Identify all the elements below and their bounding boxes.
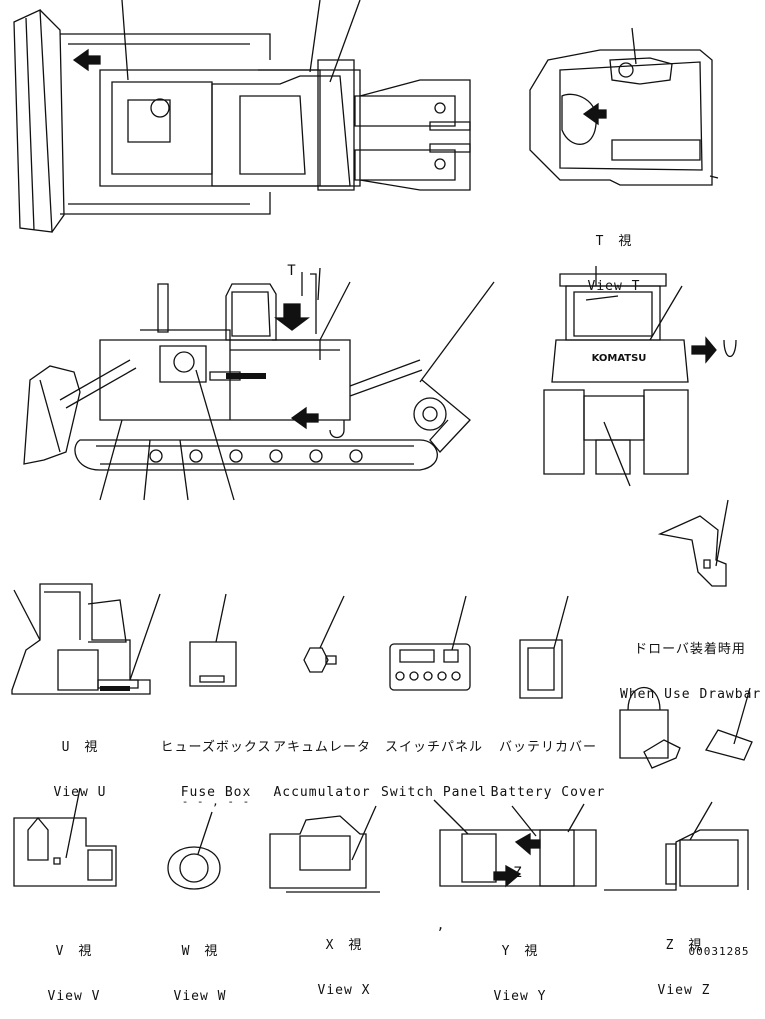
drawbar-label: ドローバ装着時用 When Use Drawbar [620,612,760,717]
view-x-jp: X 視 [325,938,363,953]
drawbar-jp: ドローバ装着時用 [634,642,746,657]
padlock-and-tag-drawing [620,688,752,769]
view-z-label: Z 視 View Z [644,908,724,1013]
accumulator-drawing [304,596,344,672]
view-x-en: View X [317,983,371,998]
battery-cover-jp: バッテリカバー [498,740,597,755]
view-y-drawing [434,800,596,886]
view-v-jp: V 視 [55,944,93,959]
drawing-number: 00031285 [688,945,750,958]
accumulator-label: アキュムレータ Accumulator [270,710,374,815]
view-t-jp: T 視 [595,234,633,249]
view-x-label: X 視 View X [304,908,384,1013]
switch-panel-en: Switch Panel [381,785,487,800]
fuse-box-en: Fuse Box [180,785,252,800]
view-v-label: V 視 View V [34,914,114,1019]
battery-cover-label: バッテリカバー Battery Cover [490,710,606,815]
drawbar-drawing [660,500,728,586]
switch-panel-drawing [390,596,470,690]
view-u-label: U 視 View U [40,710,120,815]
callout-t: T [287,263,297,279]
view-t-label: T 視 View T [574,204,654,309]
top-view-drawing [14,0,470,232]
view-w-en: View W [173,989,227,1004]
fuse-box-jp: ヒューズボックス [160,740,272,755]
view-z-en: View Z [657,983,711,998]
callout-comma: , [436,918,446,933]
fuse-box-label: ヒューズボックス Fuse Box [156,710,276,815]
view-u-en: View U [53,785,107,800]
fuse-box-drawing [190,594,236,686]
view-y-en: View Y [493,989,547,1004]
view-w-drawing [168,812,220,889]
view-v-en: View V [47,989,101,1004]
accumulator-en: Accumulator [273,785,371,800]
view-z-jp: Z 視 [665,938,703,953]
rear-view-drawing [544,266,736,486]
accumulator-jp: アキュムレータ [272,740,371,755]
battery-cover-drawing [520,596,568,698]
view-v-drawing [14,788,116,886]
callout-w-dash: - - , - - [181,795,251,808]
battery-cover-en: Battery Cover [490,785,606,800]
view-x-drawing [270,806,380,892]
view-t-drawing [530,28,718,185]
line-drawing [0,0,765,962]
view-t-en: View T [587,279,641,294]
side-view-drawing [24,268,494,500]
switch-panel-jp: スイッチパネル [384,740,483,755]
brand-decal-rear: KOMATSU [591,353,647,364]
view-y-jp: Y 視 [501,944,539,959]
view-u-drawing [12,584,160,694]
drawbar-en: When Use Drawbar [620,687,762,702]
view-y-label: Y 視 View Y [480,914,560,1019]
callout-z: Z [513,865,523,881]
view-z-drawing [604,802,748,890]
switch-panel-label: スイッチパネル Switch Panel [378,710,490,815]
view-w-label: W 視 View W [160,914,240,1019]
view-w-jp: W 視 [181,944,219,959]
view-u-jp: U 視 [61,740,99,755]
